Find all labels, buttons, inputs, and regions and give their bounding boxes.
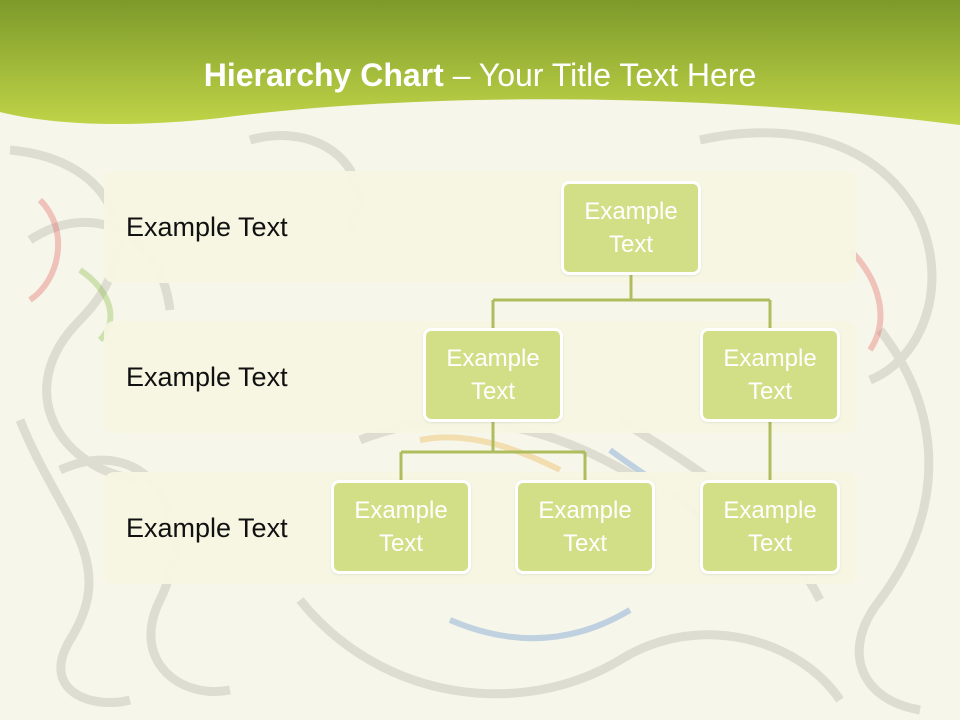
level-band-1: Example Text (104, 171, 856, 283)
node-level3-left-text: Example Text (354, 497, 448, 557)
node-level2-left[interactable]: Example Text (423, 328, 563, 422)
node-level3-middle[interactable]: Example Text (515, 480, 655, 574)
title-rest: – Your Title Text Here (443, 57, 757, 93)
node-root[interactable]: Example Text (561, 181, 701, 275)
node-level3-right-text: Example Text (723, 497, 817, 557)
level-label-2: Example Text (126, 362, 288, 392)
header-banner (0, 0, 960, 125)
node-root-text: Example Text (584, 198, 678, 258)
level-label-1: Example Text (126, 212, 288, 242)
node-level2-right[interactable]: Example Text (700, 328, 840, 422)
node-level2-left-text: Example Text (446, 345, 540, 405)
node-level3-right[interactable]: Example Text (700, 480, 840, 574)
node-level2-right-text: Example Text (723, 345, 817, 405)
title-bold: Hierarchy Chart (203, 57, 444, 93)
node-level3-middle-text: Example Text (538, 497, 632, 557)
page-title: Hierarchy Chart – Your Title Text Here (0, 52, 960, 98)
node-level3-left[interactable]: Example Text (331, 480, 471, 574)
level-label-3: Example Text (126, 513, 288, 543)
